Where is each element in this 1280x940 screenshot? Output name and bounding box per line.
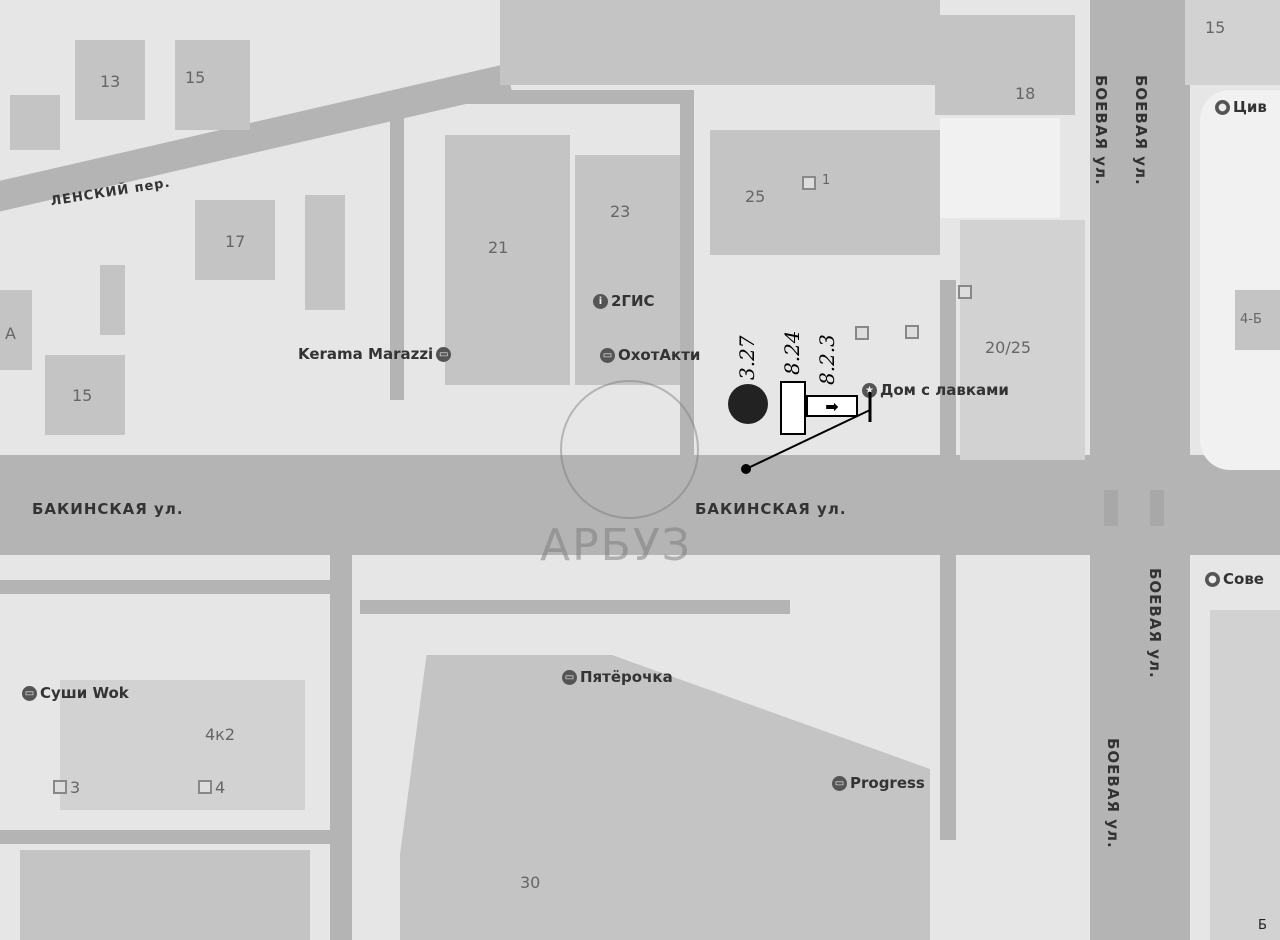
shop-icon: ▭ bbox=[832, 775, 847, 791]
street-label-boevaya: БОЕВАЯ ул. bbox=[1132, 75, 1150, 186]
building-top bbox=[500, 0, 940, 85]
pin-icon: ● bbox=[1215, 99, 1230, 115]
building-21 bbox=[445, 135, 570, 385]
street-label-bakinskaya: БАКИНСКАЯ ул. bbox=[695, 500, 847, 518]
info-icon: i bbox=[593, 293, 608, 309]
traffic-light bbox=[1150, 490, 1164, 526]
poi-kerama-marazzi[interactable]: Kerama Marazzi▭ bbox=[298, 345, 452, 363]
house-number: 4-Б bbox=[1240, 312, 1262, 327]
building bbox=[305, 195, 345, 310]
building-15 bbox=[45, 355, 125, 435]
entrance-icon bbox=[855, 326, 869, 340]
street-label-boevaya: БОЕВАЯ ул. bbox=[1104, 738, 1122, 849]
poi-label: Цив bbox=[1233, 98, 1267, 116]
building bbox=[10, 95, 60, 150]
house-number: 4к2 bbox=[205, 725, 236, 744]
shop-icon: ▭ bbox=[600, 347, 615, 363]
poi-sushi-wok[interactable]: ▭Суши Wok bbox=[22, 684, 129, 702]
house-number: 17 bbox=[225, 232, 246, 251]
building-4k2 bbox=[60, 680, 305, 810]
street-label-bakinskaya: БАКИНСКАЯ ул. bbox=[32, 500, 184, 518]
house-number: 13 bbox=[100, 72, 121, 91]
pin-icon: ● bbox=[1205, 571, 1220, 587]
shop-icon: ▭ bbox=[436, 346, 452, 362]
entrance-icon bbox=[198, 780, 212, 794]
building-17 bbox=[195, 200, 275, 280]
house-number: 25 bbox=[745, 187, 766, 206]
block-right bbox=[1200, 90, 1280, 470]
food-icon: ▭ bbox=[22, 685, 37, 701]
building bbox=[100, 265, 125, 335]
shop-icon: ▭ bbox=[562, 669, 577, 685]
building bbox=[20, 850, 310, 940]
building-18 bbox=[935, 15, 1075, 115]
poi-label: Суши Wok bbox=[40, 684, 129, 702]
poi-label: ОхотАкти bbox=[618, 346, 701, 364]
poi-label: Kerama Marazzi bbox=[298, 345, 434, 363]
house-number: А bbox=[5, 324, 16, 343]
house-number: 3 bbox=[70, 778, 81, 797]
house-number: 15 bbox=[72, 386, 93, 405]
road-inner-1 bbox=[400, 90, 690, 104]
building-20-25 bbox=[960, 220, 1085, 460]
traffic-light bbox=[1104, 490, 1118, 526]
watermark-circle bbox=[560, 380, 699, 519]
poi-label: Пятёрочка bbox=[580, 668, 673, 686]
entrance-icon bbox=[958, 285, 972, 299]
building-15-right bbox=[1185, 0, 1280, 85]
house-number: 30 bbox=[520, 873, 541, 892]
poi-sove[interactable]: ●Сове bbox=[1205, 570, 1264, 588]
house-number: 21 bbox=[488, 238, 509, 257]
road-inner-6 bbox=[0, 830, 330, 844]
house-number: Б bbox=[1258, 918, 1267, 933]
street-label-boevaya: БОЕВАЯ ул. bbox=[1092, 75, 1110, 186]
building-13 bbox=[75, 40, 145, 120]
star-icon: ★ bbox=[862, 382, 877, 398]
road-inner-2 bbox=[680, 90, 694, 460]
road-inner-3 bbox=[390, 100, 404, 400]
road-boevaya bbox=[1090, 0, 1190, 940]
house-number: 23 bbox=[610, 202, 631, 221]
poi-pyaterochka[interactable]: ▭Пятёрочка bbox=[562, 668, 673, 686]
poi-label: Progress bbox=[850, 774, 925, 792]
poi-label: Сове bbox=[1223, 570, 1264, 588]
poi-label: Дом с лавками bbox=[880, 381, 1009, 399]
house-number: 15 bbox=[1205, 18, 1226, 37]
building-15-top bbox=[175, 40, 250, 130]
house-number: 18 bbox=[1015, 84, 1036, 103]
street-label-boevaya: БОЕВАЯ ул. bbox=[1146, 568, 1164, 679]
building-right-bottom bbox=[1210, 610, 1280, 940]
poi-ohotakti[interactable]: ▭ОхотАкти bbox=[600, 346, 700, 364]
building-4b bbox=[1235, 290, 1280, 350]
poi-dom-s-lavkami[interactable]: ★Дом с лавками bbox=[862, 381, 1009, 399]
road-inner-5 bbox=[0, 580, 330, 594]
entrance-icon bbox=[802, 176, 816, 190]
road-inner-4 bbox=[330, 555, 352, 940]
courtyard bbox=[940, 118, 1060, 218]
no-stopping-sign-icon bbox=[728, 384, 768, 424]
house-number: 4 bbox=[215, 778, 226, 797]
watermark-text: АРБУЗ bbox=[540, 520, 692, 571]
arrow-sign-icon: ➡ bbox=[806, 395, 858, 417]
house-number: 20/25 bbox=[985, 338, 1032, 357]
road-inner-7 bbox=[940, 280, 956, 840]
house-number: 1 bbox=[822, 173, 831, 188]
building-25 bbox=[710, 130, 940, 255]
house-number: 15 bbox=[185, 68, 206, 87]
entrance-icon bbox=[53, 780, 67, 794]
road-inner-8 bbox=[360, 600, 790, 614]
poi-civ[interactable]: ●Цив bbox=[1215, 98, 1267, 116]
entrance-icon bbox=[905, 325, 919, 339]
building-23 bbox=[575, 155, 680, 385]
building-a bbox=[0, 290, 32, 370]
tow-truck-sign-icon bbox=[780, 381, 806, 435]
poi-label: 2ГИС bbox=[611, 292, 655, 310]
poi-progress[interactable]: ▭Progress bbox=[832, 774, 925, 792]
